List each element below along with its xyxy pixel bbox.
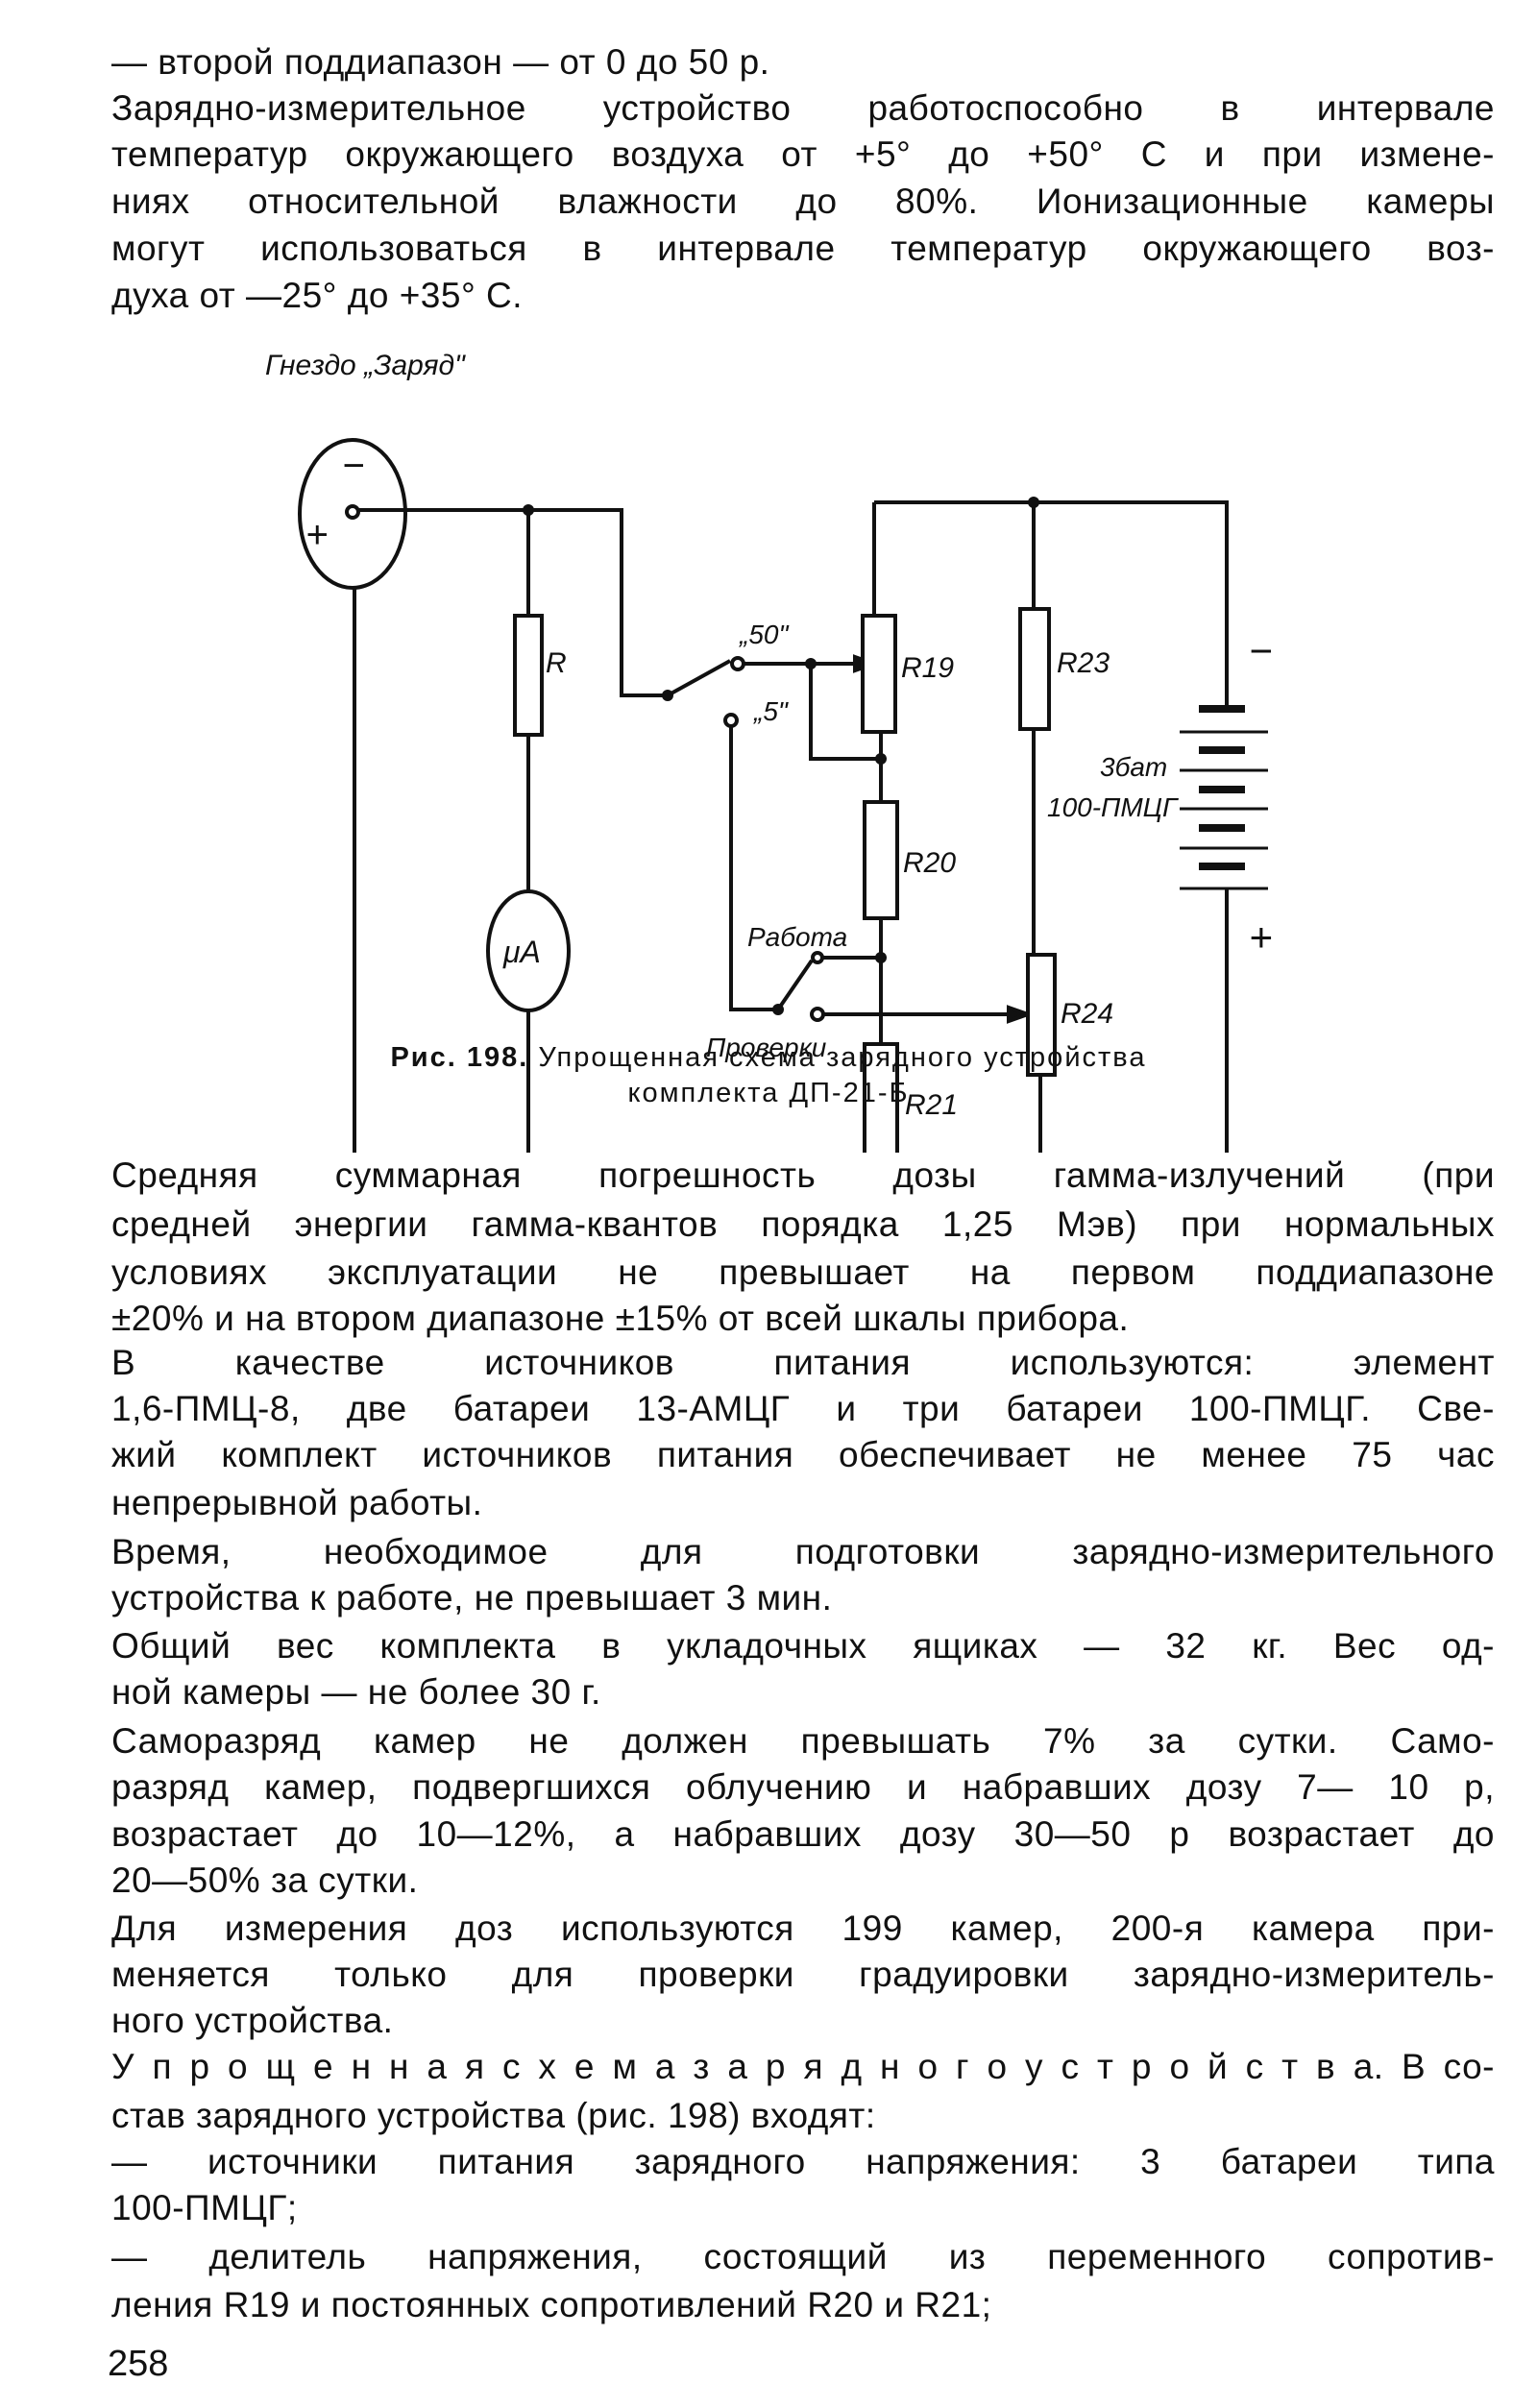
battery-label-count: 3бат <box>1100 752 1167 782</box>
battery-plus: + <box>1249 914 1273 960</box>
socket-minus: − <box>342 445 364 487</box>
text-line: 1,6-ПМЦ-8, две батареи 13-АМЦГ и три бат… <box>111 1389 1495 1428</box>
text-line: — второй поддиапазон — от 0 до 50 р. <box>111 42 770 82</box>
resistor-r <box>513 614 544 737</box>
text-line: жий комплект источников питания обеспечи… <box>111 1435 1495 1474</box>
text-line: могут использоваться в интервале темпера… <box>111 229 1495 268</box>
text-line: — делитель напряжения, состоящий из пере… <box>111 2237 1495 2276</box>
resistor-r23 <box>1018 607 1051 731</box>
text-line: ±20% и на втором диапазоне ±15% от всей … <box>111 1299 1130 1338</box>
switch-50-label: „50" <box>739 620 789 649</box>
wires <box>353 500 1229 1153</box>
socket-plus: + <box>305 514 328 556</box>
text-line: меняется только для проверки градуировки… <box>111 1955 1495 1994</box>
battery-minus: − <box>1249 628 1273 673</box>
microammeter-label: μA <box>502 935 541 969</box>
resistor-r24 <box>1026 953 1057 1077</box>
text-line: Для измерения доз используются 199 камер… <box>111 1909 1495 1948</box>
figure-caption-line2: комплекта ДП-21-Б <box>627 1078 910 1108</box>
page-number: 258 <box>108 2344 169 2384</box>
resistor-r19 <box>861 614 897 734</box>
text-line: ления R19 и постоянных сопротивлений R20… <box>111 2285 992 2324</box>
label-r: R <box>546 647 567 679</box>
switch-contacts <box>723 656 825 1022</box>
text-line: 100-ПМЦГ; <box>111 2188 298 2227</box>
rabota-label: Работа <box>747 922 847 952</box>
text-line: Саморазряд камер не должен превышать 7% … <box>111 1721 1495 1761</box>
text-line: температур окружающего воздуха от +5° до… <box>111 134 1495 174</box>
socket-label: Гнездо „Заряд" <box>265 350 466 381</box>
figure-title: Упрощенная схема зарядного устройства <box>538 1042 1147 1073</box>
text-line: — источники питания зарядного напряжения… <box>111 2142 1495 2181</box>
proverka-label: Проверки <box>706 1033 827 1062</box>
text-line: условиях эксплуатации не превышает на пе… <box>111 1253 1495 1292</box>
text-line: 20—50% за сутки. <box>111 1861 419 1900</box>
label-r24: R24 <box>1061 998 1113 1030</box>
battery-icon <box>1180 705 1268 890</box>
text-line: У п р о щ е н н а я с х е м а з а р я д … <box>111 2047 1495 2086</box>
switch-5-label: „5" <box>753 696 789 726</box>
text-line: средней энергии гамма-квантов порядка 1,… <box>111 1204 1495 1244</box>
label-r23: R23 <box>1057 647 1110 679</box>
label-r19: R19 <box>901 652 954 684</box>
socket-terminal <box>345 504 360 520</box>
text-line: разряд камер, подвергшихся облучению и н… <box>111 1767 1495 1807</box>
text-line: Зарядно-измерительное устройство работос… <box>111 88 1495 128</box>
microammeter-icon <box>486 889 571 1012</box>
figure-number: Рис. 198. <box>390 1042 529 1073</box>
text-line: Средняя суммарная погрешность дозы гамма… <box>111 1155 1495 1195</box>
label-r20: R20 <box>903 847 956 879</box>
text-line: ной камеры — не более 30 г. <box>111 1672 601 1712</box>
text-line: Общий вес комплекта в укладочных ящиках … <box>111 1626 1495 1666</box>
text-line: В качестве источников питания используют… <box>111 1343 1495 1382</box>
resistor-r20 <box>863 800 899 920</box>
text-line: ниях относительной влажности до 80%. Ион… <box>111 182 1495 221</box>
text-line: Время, необходимое для подготовки зарядн… <box>111 1532 1495 1571</box>
text-line: став зарядного устройства (рис. 198) вхо… <box>111 2096 876 2135</box>
text-line: ного устройства. <box>111 2001 394 2040</box>
figure-caption-line1: Рис. 198. Упрощенная схема зарядного уст… <box>0 1040 1537 1075</box>
text-line: духа от —25° до +35° С. <box>111 276 524 315</box>
text-line: возрастает до 10—12%, а набравших дозу 3… <box>111 1814 1495 1854</box>
battery-label-type: 100-ПМЦГ <box>1047 792 1179 822</box>
text-line: непрерывной работы. <box>111 1483 483 1522</box>
label-r21: R21 <box>905 1089 958 1121</box>
text-line: устройства к работе, не превышает 3 мин. <box>111 1578 833 1617</box>
resistor-r21 <box>863 1042 899 1153</box>
junction-dots <box>523 497 1039 1015</box>
circuit-diagram: Гнездо „Заряд" − + <box>265 350 1273 1153</box>
